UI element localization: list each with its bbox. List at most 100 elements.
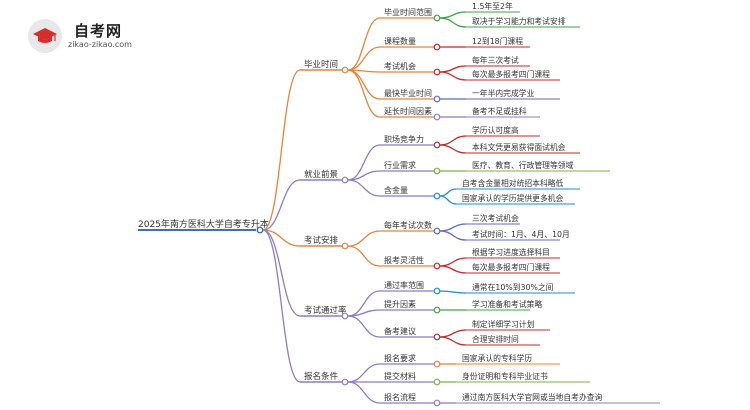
leaf-topic[interactable]: 学历认可度高 [472, 125, 519, 135]
graduation-cap-icon [33, 28, 57, 43]
subtopic-connector [347, 144, 381, 181]
leaf-connector [439, 135, 467, 146]
subtopic-node-dot [433, 227, 441, 235]
leaf-topic[interactable]: 每次最多报考四门课程 [472, 69, 550, 79]
branch-connector [262, 229, 301, 317]
leaf-topic[interactable]: 12到18门课程 [472, 36, 523, 46]
subtopic-node-dot [433, 141, 441, 149]
branch-topic[interactable]: 考试通过率 [304, 305, 347, 316]
branch-node-dot [341, 312, 349, 320]
subtopic[interactable]: 含金量 [384, 185, 408, 195]
leaf-connector [439, 230, 467, 241]
leaf-connector [439, 265, 467, 274]
subtopic[interactable]: 延长时间因素 [384, 106, 432, 116]
branch-topic[interactable]: 考试安排 [304, 235, 339, 246]
subtopic[interactable]: 职场竞争力 [384, 134, 424, 144]
leaf-topic[interactable]: 医疗、教育、行政管理等领域 [472, 160, 574, 170]
subtopic[interactable]: 行业需求 [384, 160, 416, 170]
subtopic-connector [347, 17, 381, 71]
subtopic-node-dot [433, 192, 441, 200]
subtopic[interactable]: 报名要求 [384, 353, 416, 363]
subtopic-node-dot [433, 306, 441, 314]
leaf-connector [439, 257, 467, 267]
leaf-topic[interactable]: 制定详细学习计划 [472, 319, 535, 329]
subtopic[interactable]: 最快毕业时间 [384, 88, 432, 98]
subtopic-connector [347, 290, 381, 317]
branch-node-dot [341, 242, 349, 250]
leaf-topic[interactable]: 一年半内完成学业 [472, 88, 535, 98]
root-topic[interactable]: 2025年南方医科大学自考专升本 [138, 218, 269, 230]
leaf-connector [439, 17, 467, 28]
logo-url: zikao-zikao.com [68, 40, 132, 49]
leaf-connector [439, 290, 467, 294]
leaf-topic[interactable]: 国家承认的专科学历 [462, 353, 532, 363]
leaf-topic[interactable]: 通过南方医科大学官网或当地自考办查询 [462, 392, 603, 402]
subtopic-node-dot [433, 378, 441, 386]
leaf-topic[interactable]: 备考不足或挂科 [472, 106, 527, 116]
site-logo[interactable]: 自考网 zikao-zikao.com [28, 18, 148, 53]
subtopic-node-dot [433, 167, 441, 175]
subtopic-connector [347, 381, 381, 404]
subtopic-connector [347, 230, 381, 247]
branch-connector [262, 179, 301, 231]
root-node-dot [256, 226, 264, 234]
branch-node-dot [341, 66, 349, 74]
branch-topic[interactable]: 就业前景 [304, 169, 338, 180]
leaf-connector [439, 11, 467, 19]
subtopic[interactable]: 备考建议 [384, 326, 416, 336]
subtopic[interactable]: 提交材料 [384, 371, 416, 381]
branch-connector [262, 229, 301, 383]
subtopic-node-dot [433, 262, 441, 270]
subtopic-node-dot [433, 113, 441, 121]
subtopic[interactable]: 通过率范围 [384, 280, 424, 290]
subtopic-node-dot [433, 333, 441, 341]
leaf-topic[interactable]: 国家承认的学历提供更多机会 [462, 193, 564, 203]
leaf-topic[interactable]: 身份证明和专科毕业证书 [462, 371, 548, 381]
branch-topic[interactable]: 毕业时间 [304, 59, 338, 70]
subtopic-connector [347, 315, 381, 338]
subtopic[interactable]: 报考灵活性 [384, 255, 424, 265]
leaf-topic[interactable]: 本科文凭更易获得面试机会 [472, 142, 566, 152]
leaf-connector [439, 188, 457, 197]
subtopic-connector [347, 363, 381, 383]
subtopic[interactable]: 课程数量 [384, 36, 416, 46]
leaf-connector [439, 65, 467, 73]
subtopic-connector [347, 69, 381, 118]
leaf-connector [439, 329, 467, 338]
leaf-connector [439, 71, 467, 81]
subtopic-node-dot [433, 43, 441, 51]
leaf-topic[interactable]: 三次考试机会 [472, 213, 519, 223]
subtopic-node-dot [433, 95, 441, 103]
leaf-topic[interactable]: 学习准备和考试策略 [472, 299, 542, 309]
leaf-topic[interactable]: 考试时间：1月、4月、10月 [472, 229, 570, 239]
branch-node-dot [341, 378, 349, 386]
leaf-connector [439, 223, 467, 232]
subtopic-connector [347, 245, 381, 267]
leaf-topic[interactable]: 通常在10%到30%之间 [472, 282, 554, 292]
leaf-topic[interactable]: 根据学习进度选择科目 [472, 247, 550, 257]
leaf-topic[interactable]: 合理安排时间 [472, 334, 519, 344]
logo-title: 自考网 [74, 22, 123, 40]
subtopic-connector [347, 309, 381, 317]
subtopic-node-dot [433, 287, 441, 295]
subtopic[interactable]: 每年考试次数 [384, 220, 432, 230]
leaf-topic[interactable]: 每年三次考试 [472, 55, 519, 65]
branch-topic[interactable]: 报名条件 [304, 371, 339, 382]
subtopic-node-dot [433, 360, 441, 368]
leaf-topic[interactable]: 自考含金量相对统招本科略低 [462, 178, 564, 188]
leaf-connector [439, 195, 457, 205]
subtopic-node-dot [433, 399, 441, 407]
leaf-connector [439, 336, 467, 346]
branch-connector [262, 69, 301, 231]
subtopic[interactable]: 提升因素 [384, 299, 416, 309]
subtopic-node-dot [433, 14, 441, 22]
leaf-topic[interactable]: 取决于学习能力和考试安排 [472, 16, 566, 26]
subtopic-node-dot [433, 68, 441, 76]
leaf-topic[interactable]: 每次最多报考四门课程 [472, 262, 550, 272]
subtopic[interactable]: 考试机会 [384, 61, 416, 71]
subtopic[interactable]: 毕业时间范围 [384, 7, 432, 17]
branch-node-dot [341, 176, 349, 184]
leaf-topic[interactable]: 1.5年至2年 [472, 1, 513, 11]
subtopic[interactable]: 报名流程 [384, 392, 416, 402]
